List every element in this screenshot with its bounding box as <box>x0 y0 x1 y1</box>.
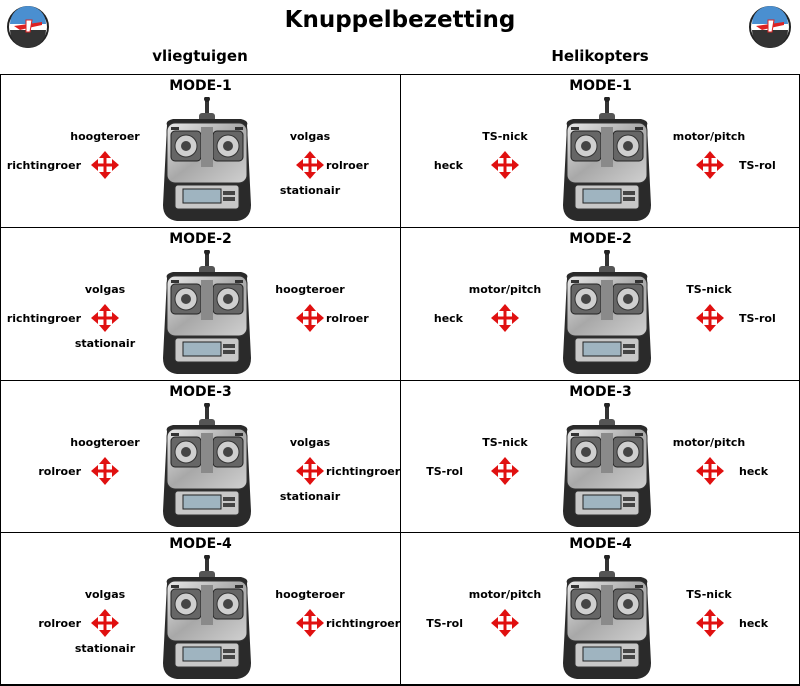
row-divider <box>1 380 799 381</box>
four-way-arrow-icon <box>296 457 324 485</box>
four-way-arrow-icon <box>491 151 519 179</box>
four-way-arrow-icon <box>296 151 324 179</box>
right-stick-side-label: heck <box>739 617 769 630</box>
right-stick-side-label: richtingroer <box>326 465 401 478</box>
right-stick-side-label: richtingroer <box>326 617 401 630</box>
left-stick-side-label: heck <box>433 159 463 172</box>
column-heading-helicopters: Helikopters <box>551 47 649 65</box>
right-stick-side-label: rolroer <box>326 312 369 325</box>
club-logo-icon <box>749 6 791 48</box>
mode-cell-airplane-3: MODE-3 hoogteroer rolroer <box>1 381 400 533</box>
mode-label: MODE-2 <box>169 231 232 247</box>
mode-label: MODE-4 <box>169 536 232 552</box>
four-way-arrow-icon <box>91 609 119 637</box>
left-stick-side-label: richtingroer <box>6 312 81 325</box>
left-stick-side-label: richtingroer <box>6 159 81 172</box>
left-stick-up-label: TS-nick <box>482 436 528 449</box>
four-way-arrow-icon <box>91 304 119 332</box>
four-way-arrow-icon <box>296 304 324 332</box>
right-stick-up-label: volgas <box>289 436 331 449</box>
right-stick-side-label: TS-rol <box>739 312 776 325</box>
mode-label: MODE-2 <box>569 231 632 247</box>
four-way-arrow-icon <box>696 457 724 485</box>
left-stick-up-label: hoogteroer <box>70 436 140 449</box>
mode-label: MODE-3 <box>169 384 232 400</box>
rc-transmitter-icon <box>163 250 251 374</box>
rc-transmitter-icon <box>563 250 651 374</box>
mode-cell-helicopter-4: MODE-4 motor/pitch TS-rol <box>401 533 800 685</box>
right-stick-side-label: rolroer <box>326 159 369 172</box>
right-stick-up-label: hoogteroer <box>275 588 345 601</box>
right-stick-up-label: TS-nick <box>686 588 732 601</box>
left-stick-up-label: volgas <box>84 588 126 601</box>
rc-transmitter-icon <box>163 97 251 221</box>
left-stick-up-label: motor/pitch <box>468 283 542 296</box>
mode-cell-airplane-4: MODE-4 volgas rolroer stationair <box>1 533 400 685</box>
page-title: Knuppelbezetting <box>284 7 516 33</box>
column-divider <box>400 75 401 684</box>
four-way-arrow-icon <box>91 457 119 485</box>
row-divider <box>1 532 799 533</box>
rc-transmitter-icon <box>163 555 251 679</box>
rc-transmitter-icon <box>163 403 251 527</box>
rc-transmitter-icon <box>563 97 651 221</box>
left-stick-up-label: volgas <box>84 283 126 296</box>
right-stick-up-label: TS-nick <box>686 283 732 296</box>
four-way-arrow-icon <box>91 151 119 179</box>
mode-label: MODE-1 <box>569 78 632 94</box>
right-stick-up-label: motor/pitch <box>672 436 746 449</box>
rc-transmitter-icon <box>563 403 651 527</box>
left-stick-down-label: stationair <box>74 642 136 655</box>
left-stick-side-label: TS-rol <box>426 617 463 630</box>
right-stick-up-label: hoogteroer <box>275 283 345 296</box>
left-stick-side-label: rolroer <box>38 617 81 630</box>
rc-transmitter-icon <box>563 555 651 679</box>
right-stick-side-label: heck <box>739 465 769 478</box>
four-way-arrow-icon <box>296 609 324 637</box>
left-stick-up-label: hoogteroer <box>70 130 140 143</box>
right-stick-up-label: volgas <box>289 130 331 143</box>
left-stick-up-label: motor/pitch <box>468 588 542 601</box>
mode-cell-helicopter-2: MODE-2 motor/pitch heck <box>401 228 800 380</box>
right-stick-up-label: motor/pitch <box>672 130 746 143</box>
four-way-arrow-icon <box>491 609 519 637</box>
four-way-arrow-icon <box>696 304 724 332</box>
right-stick-side-label: TS-rol <box>739 159 776 172</box>
four-way-arrow-icon <box>491 457 519 485</box>
right-stick-down-label: stationair <box>279 490 341 503</box>
left-stick-side-label: TS-rol <box>426 465 463 478</box>
column-heading-airplanes: vliegtuigen <box>152 47 248 65</box>
mode-label: MODE-1 <box>169 78 232 94</box>
mode-cell-airplane-2: MODE-2 volgas richtingroer stationair <box>1 228 400 380</box>
left-stick-down-label: stationair <box>74 337 136 350</box>
mode-cell-helicopter-1: MODE-1 TS-nick heck <box>401 75 800 227</box>
left-stick-side-label: rolroer <box>38 465 81 478</box>
left-stick-up-label: TS-nick <box>482 130 528 143</box>
mode-label: MODE-3 <box>569 384 632 400</box>
left-stick-side-label: heck <box>433 312 463 325</box>
mode-label: MODE-4 <box>569 536 632 552</box>
club-logo-icon <box>7 6 49 48</box>
four-way-arrow-icon <box>696 151 724 179</box>
mode-cell-airplane-1: MODE-1 hoogteroer richtingroer <box>1 75 400 227</box>
right-stick-down-label: stationair <box>279 184 341 197</box>
mode-grid: MODE-1 hoogteroer richtingroer <box>0 74 800 686</box>
row-divider <box>1 227 799 228</box>
four-way-arrow-icon <box>491 304 519 332</box>
mode-cell-helicopter-3: MODE-3 TS-nick TS-rol <box>401 381 800 533</box>
four-way-arrow-icon <box>696 609 724 637</box>
